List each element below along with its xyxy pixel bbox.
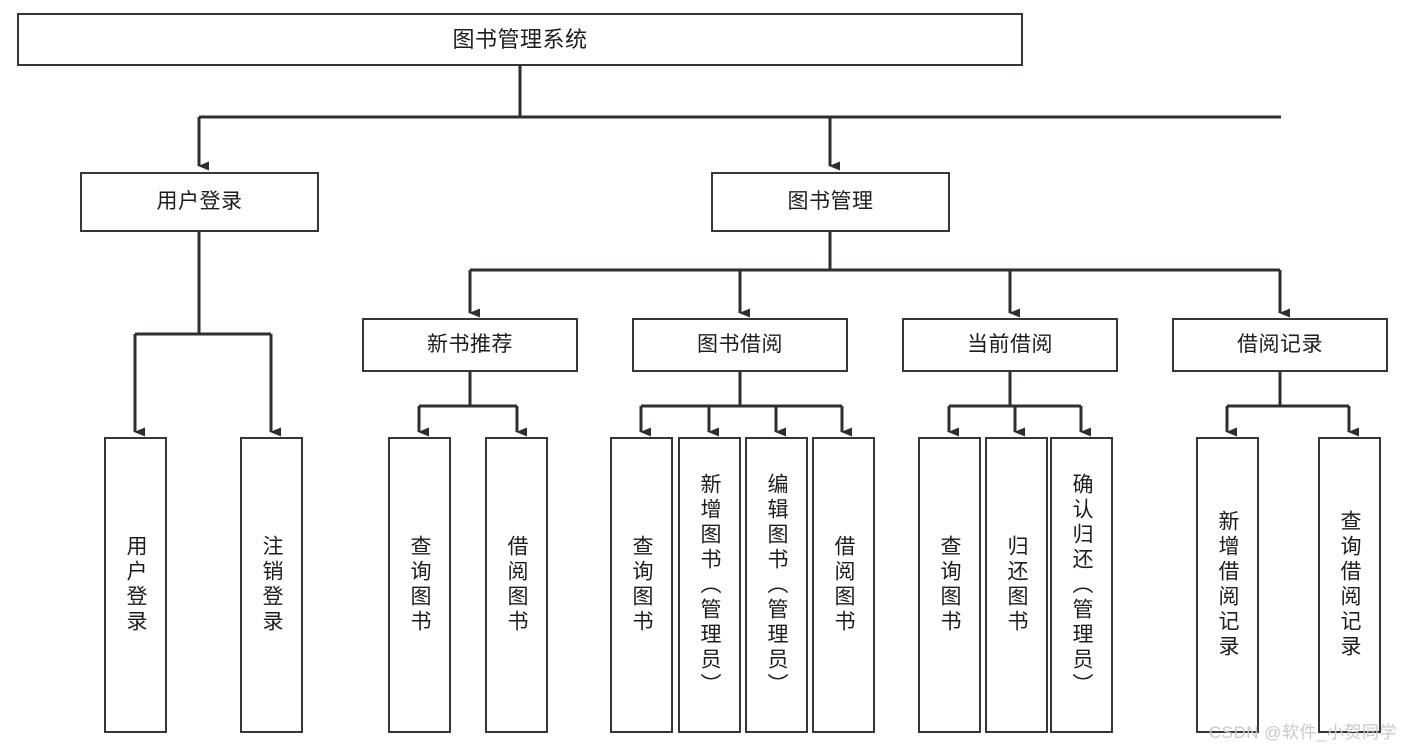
node-leaf-add-record[interactable]: 新增借阅记录	[1196, 437, 1259, 733]
node-current-borrow[interactable]: 当前借阅	[902, 318, 1118, 372]
node-borrow-record[interactable]: 借阅记录	[1172, 318, 1388, 372]
node-leaf-edit-book-label: 编辑图书（管理员）	[765, 472, 788, 698]
node-current-borrow-label: 当前借阅	[967, 332, 1053, 356]
node-leaf-return-book-label: 归还图书	[1005, 535, 1028, 635]
node-leaf-add-book[interactable]: 新增图书（管理员）	[678, 437, 741, 733]
node-leaf-query-book-3[interactable]: 查询图书	[918, 437, 981, 733]
node-leaf-query-book-2[interactable]: 查询图书	[610, 437, 673, 733]
node-leaf-query-book-3-label: 查询图书	[938, 535, 961, 635]
node-leaf-confirm-return-label: 确认归还（管理员）	[1070, 472, 1093, 698]
node-leaf-add-record-label: 新增借阅记录	[1216, 510, 1239, 660]
node-new-book-recommend-label: 新书推荐	[427, 332, 513, 356]
node-leaf-query-record[interactable]: 查询借阅记录	[1318, 437, 1381, 733]
node-root-label: 图书管理系统	[452, 26, 588, 52]
node-leaf-confirm-return[interactable]: 确认归还（管理员）	[1050, 437, 1113, 733]
node-leaf-borrow-book-2-label: 借阅图书	[832, 535, 855, 635]
node-leaf-logout-label: 注销登录	[260, 535, 283, 635]
node-user-login-label: 用户登录	[156, 189, 243, 213]
node-leaf-query-record-label: 查询借阅记录	[1338, 510, 1361, 660]
node-leaf-query-book-2-label: 查询图书	[630, 535, 653, 635]
node-leaf-borrow-book-2[interactable]: 借阅图书	[812, 437, 875, 733]
node-leaf-borrow-book-1[interactable]: 借阅图书	[485, 437, 548, 733]
node-leaf-user-login[interactable]: 用户登录	[104, 437, 167, 733]
node-book-manage[interactable]: 图书管理	[711, 172, 950, 232]
node-book-borrow[interactable]: 图书借阅	[632, 318, 848, 372]
watermark: CSDN @软件_小贺同学	[1208, 723, 1397, 742]
node-book-manage-label: 图书管理	[787, 189, 874, 213]
node-leaf-borrow-book-1-label: 借阅图书	[505, 535, 528, 635]
node-book-borrow-label: 图书借阅	[697, 332, 783, 356]
node-leaf-user-login-label: 用户登录	[124, 535, 147, 635]
node-new-book-recommend[interactable]: 新书推荐	[362, 318, 578, 372]
node-leaf-query-book-1-label: 查询图书	[408, 535, 431, 635]
node-borrow-record-label: 借阅记录	[1237, 332, 1323, 356]
node-leaf-query-book-1[interactable]: 查询图书	[388, 437, 451, 733]
node-leaf-edit-book[interactable]: 编辑图书（管理员）	[745, 437, 808, 733]
node-leaf-return-book[interactable]: 归还图书	[985, 437, 1048, 733]
node-root[interactable]: 图书管理系统	[17, 13, 1023, 66]
node-user-login[interactable]: 用户登录	[80, 172, 319, 232]
node-leaf-logout[interactable]: 注销登录	[240, 437, 303, 733]
node-leaf-add-book-label: 新增图书（管理员）	[698, 472, 721, 698]
